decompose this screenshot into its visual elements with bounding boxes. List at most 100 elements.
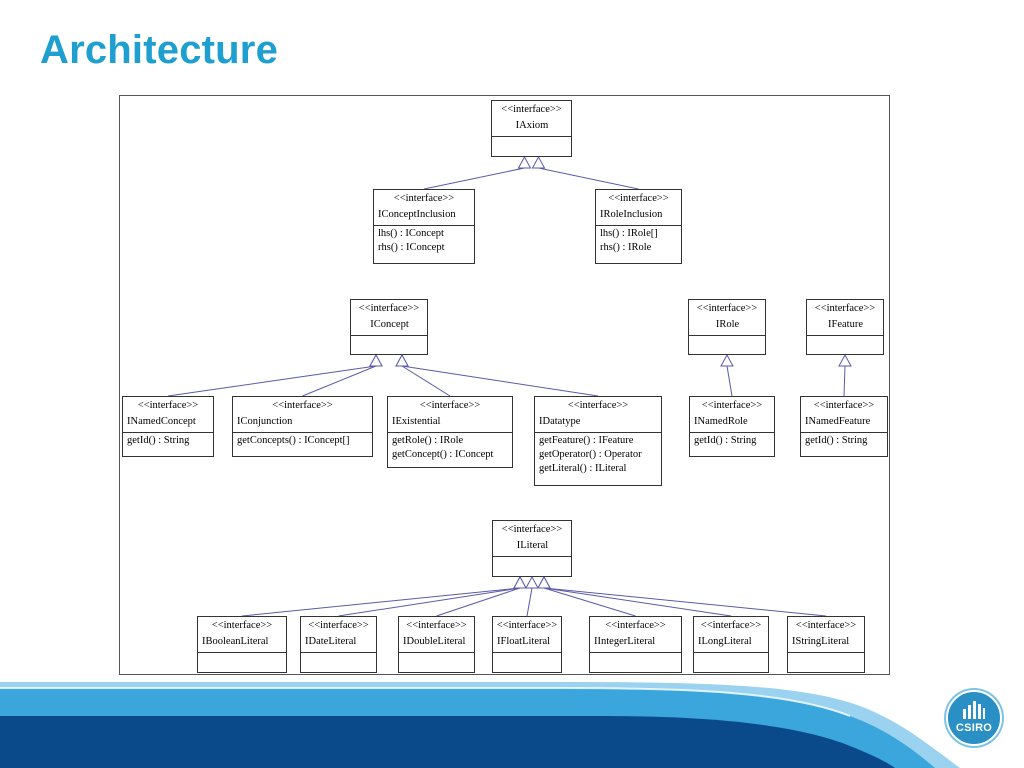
stereotype-label: <<interface>>	[814, 303, 876, 314]
generalization-arrowhead	[513, 575, 527, 589]
class-name: IDatatype	[539, 416, 581, 427]
compartment-divider	[690, 432, 774, 433]
inheritance-edge-ifloatliteral	[526, 587, 533, 617]
methods-compartment	[301, 653, 376, 667]
uml-class-irole: <<interface>>IRole	[688, 299, 766, 355]
method-signature: getFeature() : IFeature	[539, 435, 634, 446]
uml-class-ifloatliteral: <<interface>> IFloatLiteral	[492, 616, 562, 673]
compartment-divider	[492, 136, 571, 137]
inheritance-edge-iroleinclusion	[538, 167, 639, 190]
uml-class-ilongliteral: <<interface>> ILongLiteral	[693, 616, 769, 673]
methods-compartment	[788, 653, 864, 667]
stereotype-label: <<interface>>	[137, 400, 199, 411]
methods-compartment	[493, 557, 571, 571]
compartment-divider	[493, 556, 571, 557]
methods-compartment: getConcepts() : IConcept[]	[233, 433, 372, 450]
inheritance-edge-istringliteral	[543, 587, 827, 617]
inheritance-edge-iconjunction	[302, 365, 377, 397]
inheritance-edge-ilongliteral	[543, 587, 732, 617]
methods-compartment	[694, 653, 768, 667]
compartment-divider	[535, 432, 661, 433]
stereotype-label: <<interface>>	[700, 620, 762, 631]
compartment-divider	[801, 432, 887, 433]
class-name: IFloatLiteral	[497, 636, 551, 647]
compartment-divider	[493, 652, 561, 653]
class-name: IConjunction	[237, 416, 293, 427]
slide-title: Architecture	[40, 28, 279, 72]
method-signature: getConcept() : IConcept	[392, 449, 494, 460]
methods-compartment	[590, 653, 681, 667]
methods-compartment	[493, 653, 561, 667]
compartment-divider	[788, 652, 864, 653]
stereotype-label: <<interface>>	[272, 400, 333, 411]
compartment-divider	[388, 432, 512, 433]
stereotype-label: <<interface>>	[701, 400, 763, 411]
uml-class-iaxiom: <<interface>> IAxiom	[491, 100, 572, 157]
stereotype-label: <<interface>>	[358, 303, 420, 314]
uml-class-ibooleanliteral: <<interface>>IBooleanLiteral	[197, 616, 287, 673]
inheritance-edge-inamedfeature	[843, 365, 846, 397]
method-signature: lhs() : IRole[]	[600, 228, 658, 239]
compartment-divider	[198, 652, 286, 653]
compartment-divider	[694, 652, 768, 653]
class-name: IRole	[715, 319, 740, 330]
logo-text: CSIRO	[955, 722, 993, 734]
compartment-divider	[807, 335, 883, 336]
class-name: ILongLiteral	[698, 636, 752, 647]
class-name: INamedRole	[694, 416, 748, 427]
methods-compartment	[351, 336, 427, 350]
stereotype-label: <<interface>>	[406, 620, 467, 631]
inheritance-edge-iintegerliteral	[543, 587, 636, 617]
class-name: IDoubleLiteral	[403, 636, 466, 647]
uml-class-istringliteral: <<interface>>IStringLiteral	[787, 616, 865, 673]
method-signature: getId() : String	[127, 435, 190, 446]
methods-compartment: getId() : String	[690, 433, 774, 450]
generalization-arrowhead	[838, 353, 852, 367]
methods-compartment	[492, 137, 571, 151]
class-name: IAxiom	[515, 120, 549, 131]
compartment-divider	[590, 652, 681, 653]
stereotype-label: <<interface>>	[496, 620, 558, 631]
inheritance-edge-ibooleanliteral	[241, 587, 521, 617]
methods-compartment	[807, 336, 883, 350]
methods-compartment	[399, 653, 474, 667]
class-name: IBooleanLiteral	[202, 636, 269, 647]
inheritance-edge-inamedconcept	[167, 365, 377, 397]
csiro-logo: CSIRO	[946, 690, 1002, 746]
compartment-divider	[233, 432, 372, 433]
class-name: IFeature	[828, 319, 863, 330]
uml-class-iintegerliteral: <<interface>>IIntegerLiteral	[589, 616, 682, 673]
method-signature: getId() : String	[694, 435, 757, 446]
inheritance-edge-inamedrole	[726, 365, 733, 397]
class-name: IRoleInclusion	[600, 209, 663, 220]
generalization-arrowhead	[525, 575, 539, 589]
method-signature: getLiteral() : ILiteral	[539, 463, 627, 474]
methods-compartment: getId() : String	[801, 433, 887, 450]
compartment-divider	[301, 652, 376, 653]
compartment-divider	[374, 225, 474, 226]
inheritance-edge-idatatype	[401, 365, 599, 397]
method-signature: lhs() : IConcept	[378, 228, 444, 239]
compartment-divider	[689, 335, 765, 336]
stereotype-label: <<interface>>	[608, 193, 669, 204]
method-signature: getRole() : IRole	[392, 435, 464, 446]
method-signature: getConcepts() : IConcept[]	[237, 435, 350, 446]
class-name: IStringLiteral	[792, 636, 850, 647]
method-signature: rhs() : IRole	[600, 242, 652, 253]
uml-class-iconcept: <<interface>> IConcept	[350, 299, 428, 355]
generalization-arrowhead	[537, 575, 551, 589]
methods-compartment	[198, 653, 286, 667]
inheritance-edge-iconceptinclusion	[423, 167, 525, 190]
uml-class-iliteral: <<interface>>ILiteral	[492, 520, 572, 577]
class-name: IConceptInclusion	[378, 209, 456, 220]
generalization-arrowhead	[531, 155, 546, 169]
class-name: IConcept	[370, 319, 409, 330]
uml-class-inamedrole: <<interface>> INamedRole getId() : String	[689, 396, 775, 457]
inheritance-edge-idoubleliteral	[436, 587, 521, 617]
stereotype-label: <<interface>>	[501, 104, 562, 115]
